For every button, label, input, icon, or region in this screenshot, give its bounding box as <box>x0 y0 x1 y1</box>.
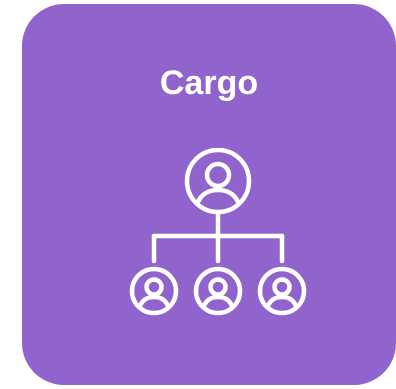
org-chart-icon <box>123 148 313 318</box>
card-title: Cargo <box>159 64 259 102</box>
hierarchy-connectors <box>151 209 285 264</box>
left-person-icon <box>129 266 179 316</box>
middle-person-icon <box>193 266 243 316</box>
top-person-icon <box>184 148 252 215</box>
right-person-icon <box>257 266 307 316</box>
cargo-card[interactable] <box>22 4 396 385</box>
